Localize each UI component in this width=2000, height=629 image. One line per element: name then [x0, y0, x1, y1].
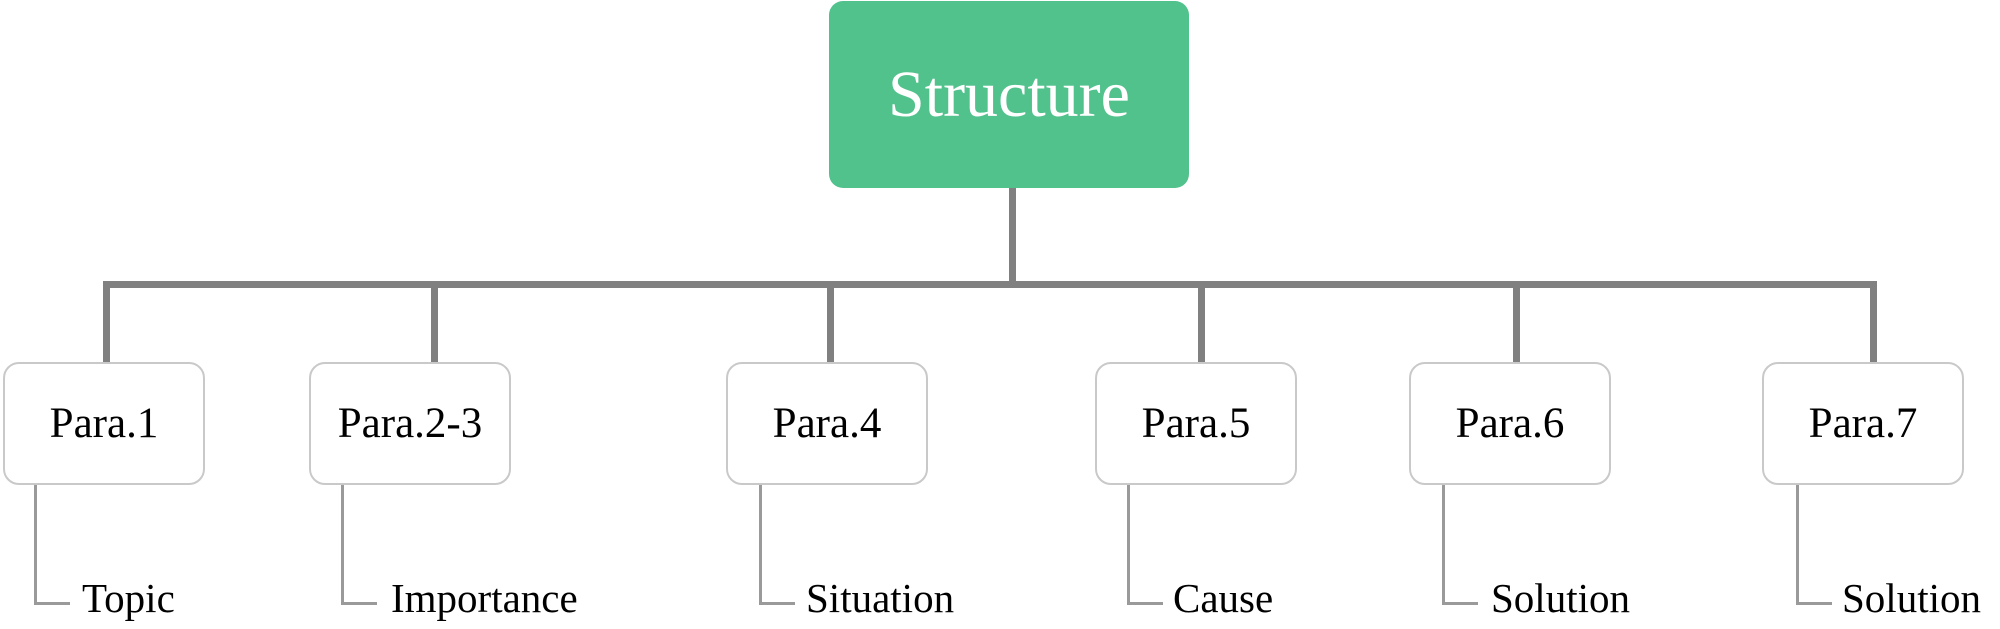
drop-connector-4	[1198, 281, 1205, 365]
detail-connector-vertical-3	[759, 485, 762, 605]
detail-connector-horizontal-5	[1442, 602, 1478, 605]
detail-connector-horizontal-1	[34, 602, 70, 605]
root-node: Structure	[829, 1, 1189, 188]
detail-connector-horizontal-4	[1127, 602, 1163, 605]
drop-connector-1	[103, 281, 110, 365]
para-node-5: Para.6	[1409, 362, 1611, 485]
trunk-connector	[1009, 188, 1016, 284]
detail-connector-vertical-1	[34, 485, 37, 605]
detail-connector-vertical-4	[1127, 485, 1130, 605]
detail-label-6: Solution	[1842, 575, 1981, 621]
detail-connector-horizontal-6	[1796, 602, 1832, 605]
detail-label-3: Situation	[806, 575, 955, 621]
drop-connector-3	[827, 281, 834, 365]
detail-label-4: Cause	[1173, 575, 1274, 621]
detail-label-1: Topic	[82, 575, 175, 621]
para-node-2: Para.2-3	[309, 362, 511, 485]
detail-label-2: Importance	[391, 575, 578, 621]
para-node-label: Para.2-3	[337, 400, 483, 447]
detail-label-5: Solution	[1491, 575, 1630, 621]
para-node-4: Para.5	[1095, 362, 1297, 485]
detail-connector-horizontal-2	[341, 602, 377, 605]
horizontal-bus-connector	[103, 281, 1877, 288]
para-node-label: Para.4	[772, 400, 882, 447]
para-node-3: Para.4	[726, 362, 928, 485]
detail-connector-vertical-6	[1796, 485, 1799, 605]
para-node-6: Para.7	[1762, 362, 1964, 485]
detail-connector-vertical-2	[341, 485, 344, 605]
drop-connector-5	[1513, 281, 1520, 365]
para-node-label: Para.6	[1455, 400, 1565, 447]
drop-connector-6	[1870, 281, 1877, 365]
root-node-label: Structure	[888, 57, 1130, 131]
para-node-label: Para.5	[1141, 400, 1251, 447]
para-node-label: Para.1	[49, 400, 159, 447]
drop-connector-2	[431, 281, 438, 365]
para-node-1: Para.1	[3, 362, 205, 485]
para-node-label: Para.7	[1808, 400, 1918, 447]
detail-connector-vertical-5	[1442, 485, 1445, 605]
detail-connector-horizontal-3	[759, 602, 795, 605]
